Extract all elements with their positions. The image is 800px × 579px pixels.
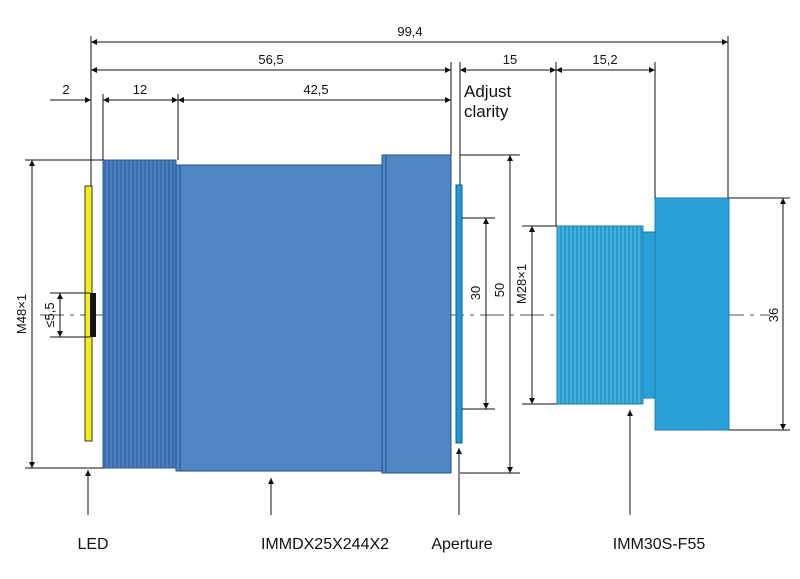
adjust-clarity-line2: clarity — [464, 102, 509, 121]
dim-thread-length: 12 — [133, 82, 147, 97]
lens-thread — [102, 159, 177, 469]
lens-flange — [381, 154, 452, 474]
label-led: LED — [77, 536, 108, 553]
dim-camera-diameter: 36 — [766, 308, 781, 322]
dim-camera-thread: M28×1 — [514, 264, 529, 304]
dimension-lines — [29, 39, 786, 473]
aperture-plate — [455, 184, 463, 444]
leader-arrows — [85, 410, 633, 515]
dim-led-gap: 2 — [62, 82, 69, 97]
camera-body — [654, 197, 730, 431]
camera-thread — [556, 225, 644, 405]
lens-body — [175, 164, 383, 472]
camera-neck — [642, 231, 656, 399]
extension-lines — [25, 36, 790, 474]
dim-led-thread: M48×1 — [14, 294, 29, 334]
dim-lens-length: 56,5 — [258, 52, 283, 67]
adjust-clarity-line1: Adjust — [464, 82, 512, 101]
dim-body-length: 42,5 — [303, 82, 328, 97]
dim-adjust-gap: 15 — [503, 52, 517, 67]
label-aperture: Aperture — [431, 536, 492, 553]
led-chip — [90, 293, 96, 337]
dim-aperture-inner: 30 — [468, 286, 483, 300]
dim-total-length: 99,4 — [397, 24, 422, 39]
label-camera: IMM30S-F55 — [613, 536, 706, 553]
label-lens: IMMDX25X244X2 — [261, 536, 389, 553]
dim-camera-length: 15,2 — [592, 52, 617, 67]
dim-aperture-outer: 50 — [492, 283, 507, 297]
dim-led-size: ≤5,5 — [42, 302, 57, 327]
